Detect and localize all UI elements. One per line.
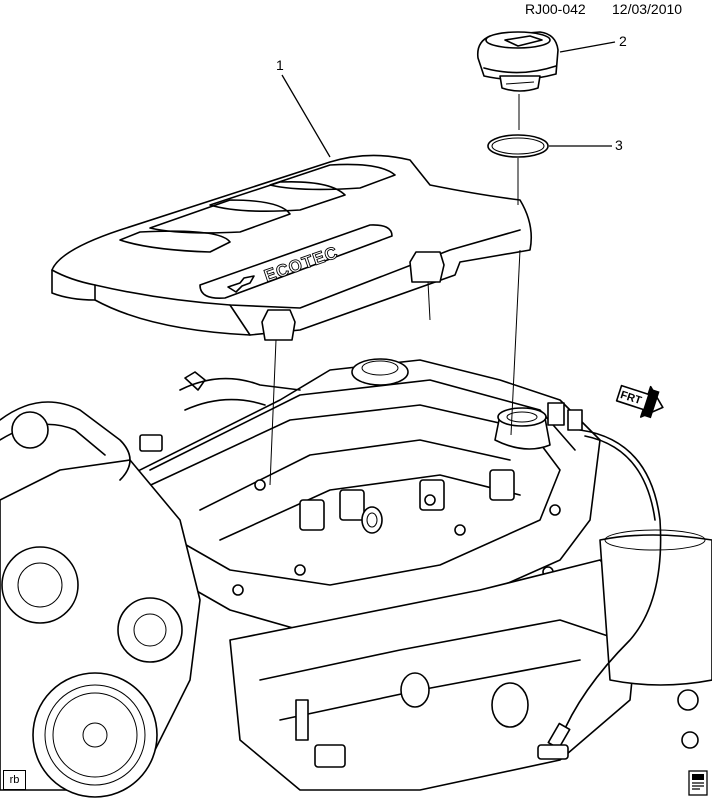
brand-bowtie-icon [227, 275, 255, 293]
callout-1: 1 [276, 57, 331, 158]
cover-mount-foot-left [261, 309, 296, 341]
illustrator-initials: rb [3, 770, 26, 790]
engine-cover: ECOTEC [51, 154, 533, 341]
book-manual-icon [688, 770, 708, 796]
callout-number-1: 1 [276, 57, 284, 73]
diagram-date: 12/03/2010 [612, 1, 682, 17]
front-direction-indicator: FRT [615, 384, 664, 419]
callout-2: 2 [559, 33, 627, 53]
engine-assembly [0, 358, 712, 798]
diagram-ref-code: RJ00-042 [525, 1, 586, 17]
callout-number-3: 3 [615, 137, 623, 153]
callout-3: 3 [549, 137, 623, 153]
callout-number-2: 2 [619, 33, 627, 49]
assembly-lines [269, 94, 521, 486]
oil-fill-cap-seal [487, 134, 549, 158]
cover-mount-foot-right [409, 251, 445, 283]
oil-fill-cap [476, 31, 559, 92]
